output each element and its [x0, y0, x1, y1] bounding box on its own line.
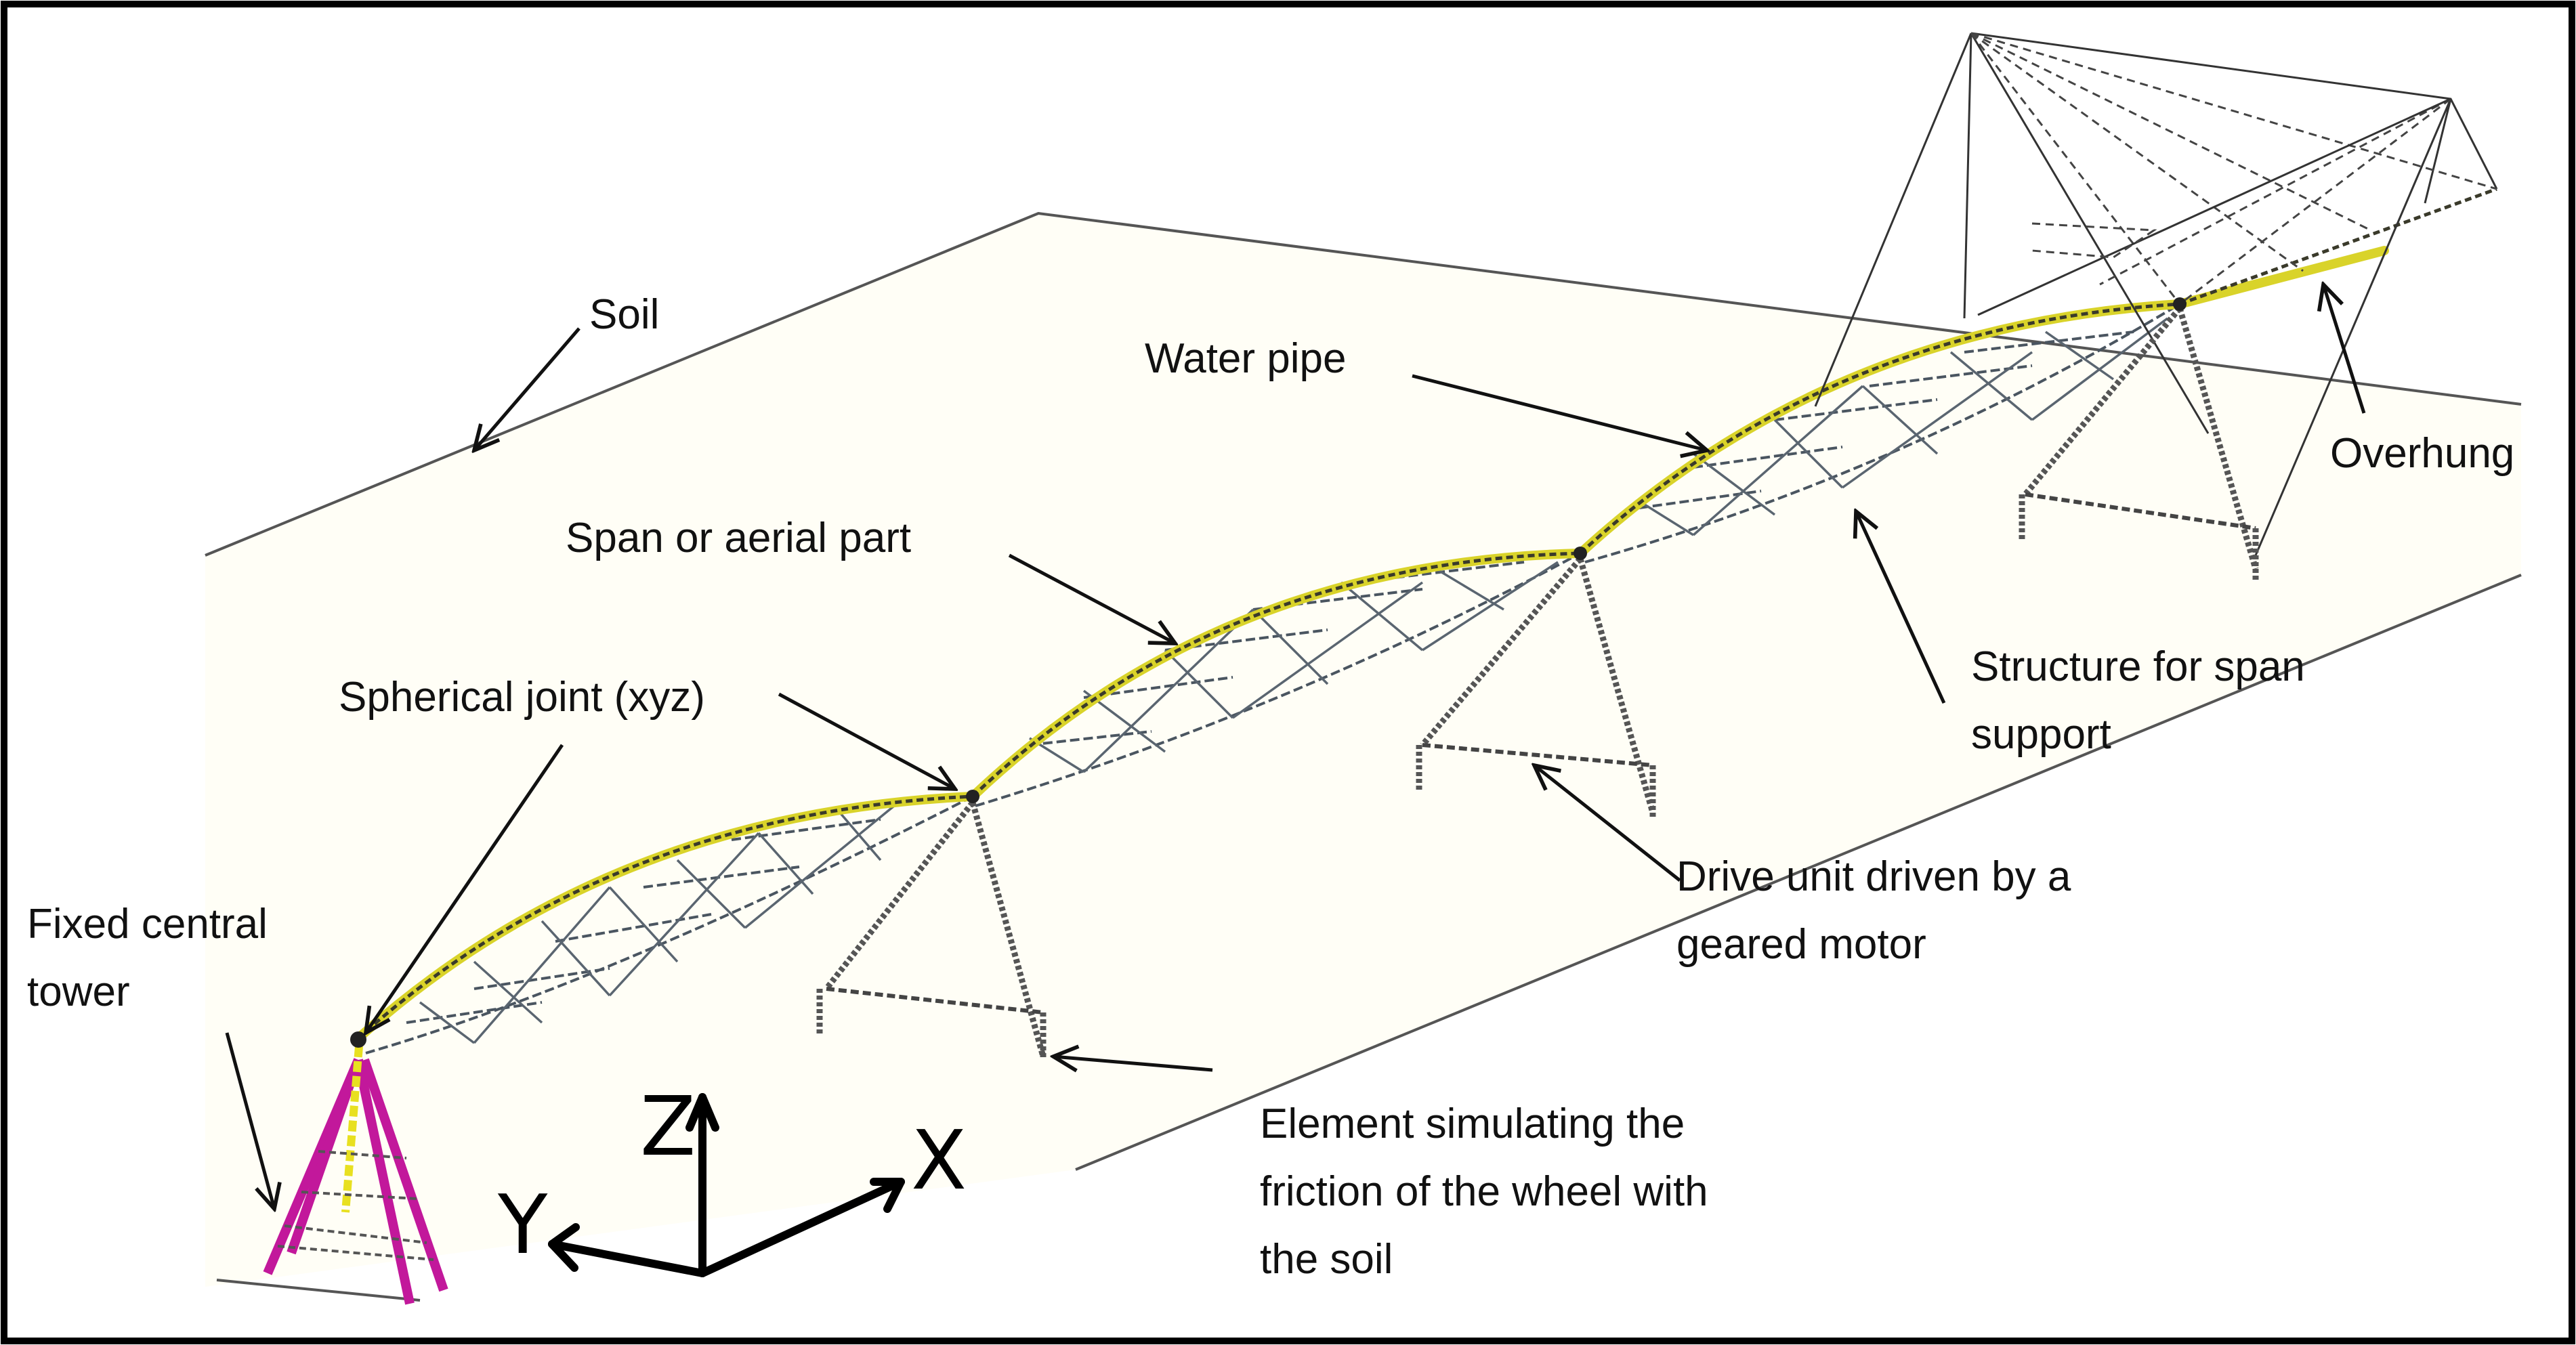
span-1	[354, 792, 977, 1054]
label-structure-line2: support	[1971, 711, 2111, 758]
leader-water-pipe	[1412, 374, 1707, 450]
y-axis-arrow-icon	[548, 1240, 706, 1277]
label-tower-line2: tower	[27, 968, 130, 1015]
x-axis-arrow-icon	[698, 1178, 905, 1277]
span-2	[968, 549, 1585, 807]
label-overhung: Overhung	[2330, 430, 2514, 477]
label-water-pipe: Water pipe	[1145, 335, 1347, 382]
joint-marker	[966, 790, 979, 803]
drive-unit-1	[816, 800, 1047, 1060]
y-axis-head-icon	[548, 1223, 580, 1272]
x-axis-head-icon	[870, 1178, 905, 1213]
soil-edge-tower	[216, 1279, 421, 1302]
label-drive-line1: Drive unit driven by a	[1676, 853, 2071, 900]
coordinate-axes: Z Y X	[497, 1080, 967, 1277]
leader-spherical-joint-2	[366, 744, 564, 1033]
label-soil: Soil	[589, 291, 659, 338]
joint-marker	[1574, 547, 1587, 560]
joint-marker	[2173, 297, 2187, 311]
drive-unit-2	[1416, 557, 1656, 819]
label-element-line2: friction of the wheel with	[1260, 1168, 1708, 1215]
span-3	[1576, 299, 2184, 563]
leader-soil	[474, 327, 580, 450]
z-axis-label: Z	[640, 1080, 696, 1174]
leader-drive-unit	[1534, 765, 1681, 882]
x-axis-label: X	[911, 1114, 967, 1208]
leader-tower	[225, 1032, 274, 1209]
overhang	[1814, 32, 2498, 556]
soil-plane	[205, 213, 2521, 1287]
label-element-line3: the soil	[1260, 1236, 1393, 1283]
label-tower-line1: Fixed central	[27, 901, 268, 947]
joint-marker	[350, 1031, 366, 1048]
y-axis-label: Y	[497, 1178, 548, 1273]
z-axis-head-icon	[685, 1093, 719, 1132]
label-element-line1: Element simulating the	[1260, 1101, 1685, 1147]
label-spherical-joint: Spherical joint (xyz)	[339, 674, 705, 721]
leader-spherical-joint-1	[778, 692, 955, 789]
central-tower	[263, 1046, 448, 1305]
leader-structure	[1856, 511, 1946, 704]
label-structure-line1: Structure for span	[1971, 643, 2305, 690]
leader-span	[1008, 553, 1175, 643]
label-drive-line2: geared motor	[1676, 921, 1926, 968]
soil-edge-front	[1075, 574, 2522, 1171]
leader-overhung	[2323, 284, 2366, 414]
label-span: Span or aerial part	[566, 515, 911, 561]
leader-element-friction	[1053, 1056, 1213, 1070]
drive-unit-3	[2019, 306, 2259, 582]
